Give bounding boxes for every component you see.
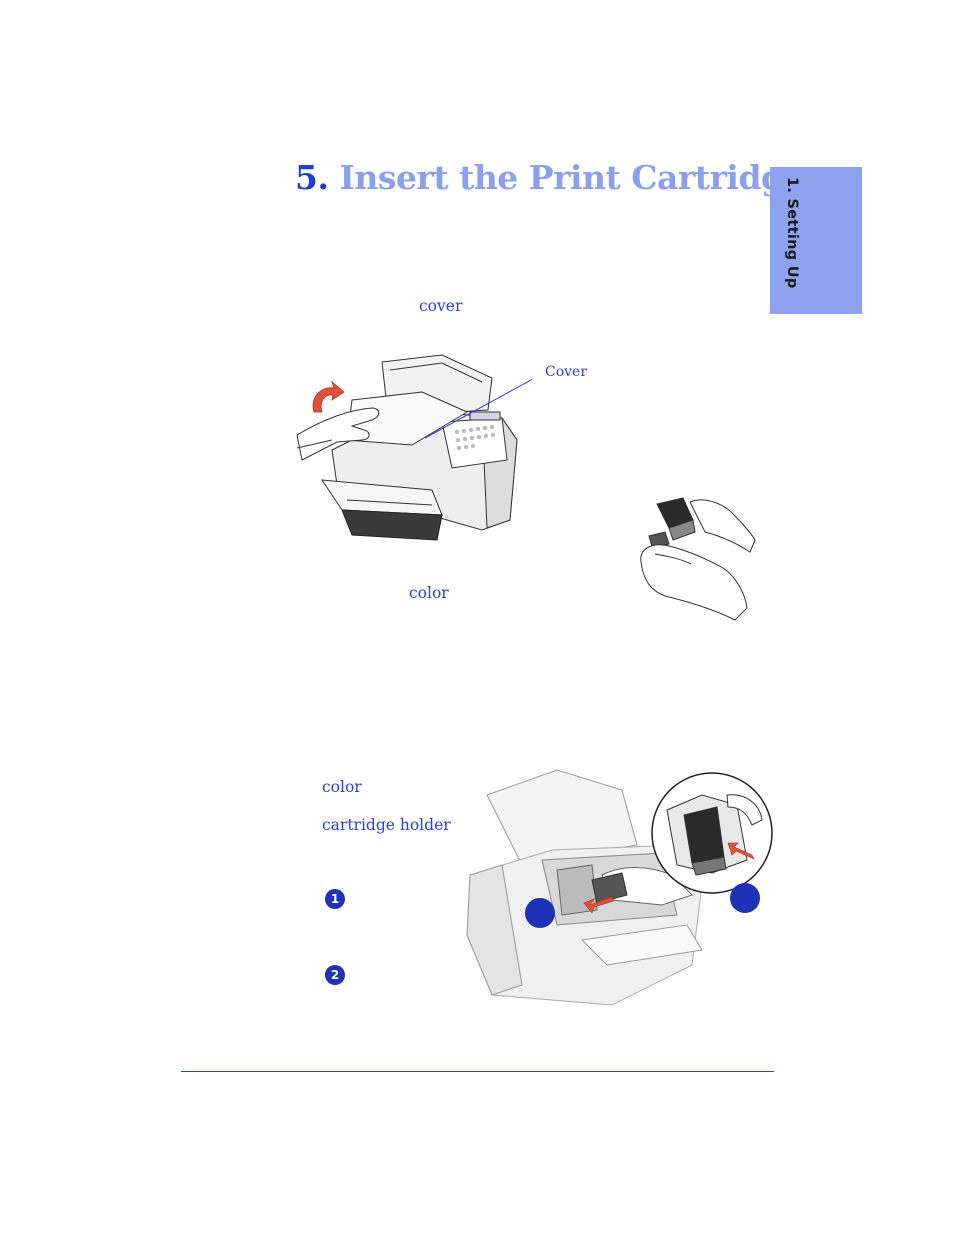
step-2-marker: 2 bbox=[325, 965, 345, 985]
step-1-marker: 1 bbox=[325, 889, 345, 909]
section-title: Insert the Print Cartridges bbox=[339, 158, 823, 197]
cartridge-insert-illustration bbox=[466, 769, 773, 1006]
illustration-step-1-dot bbox=[525, 898, 555, 928]
hands-cartridge-illustration bbox=[640, 497, 756, 621]
page-title: 5. Insert the Print Cartridges bbox=[295, 158, 823, 197]
section-number: 5. bbox=[295, 158, 329, 197]
chapter-tab-label: 1. Setting Up bbox=[784, 177, 800, 289]
keyword-cartridge-holder: cartridge holder bbox=[322, 816, 451, 834]
keyword-cover: cover bbox=[419, 297, 463, 315]
illustration-step-2-dot bbox=[730, 883, 760, 913]
chapter-tab[interactable]: 1. Setting Up bbox=[770, 167, 862, 314]
printer-cover-illustration bbox=[296, 354, 532, 541]
footer-rule bbox=[181, 1071, 774, 1072]
keyword-color: color bbox=[409, 584, 449, 602]
keyword-color-step: color bbox=[322, 778, 362, 796]
callout-cover: Cover bbox=[545, 364, 588, 380]
